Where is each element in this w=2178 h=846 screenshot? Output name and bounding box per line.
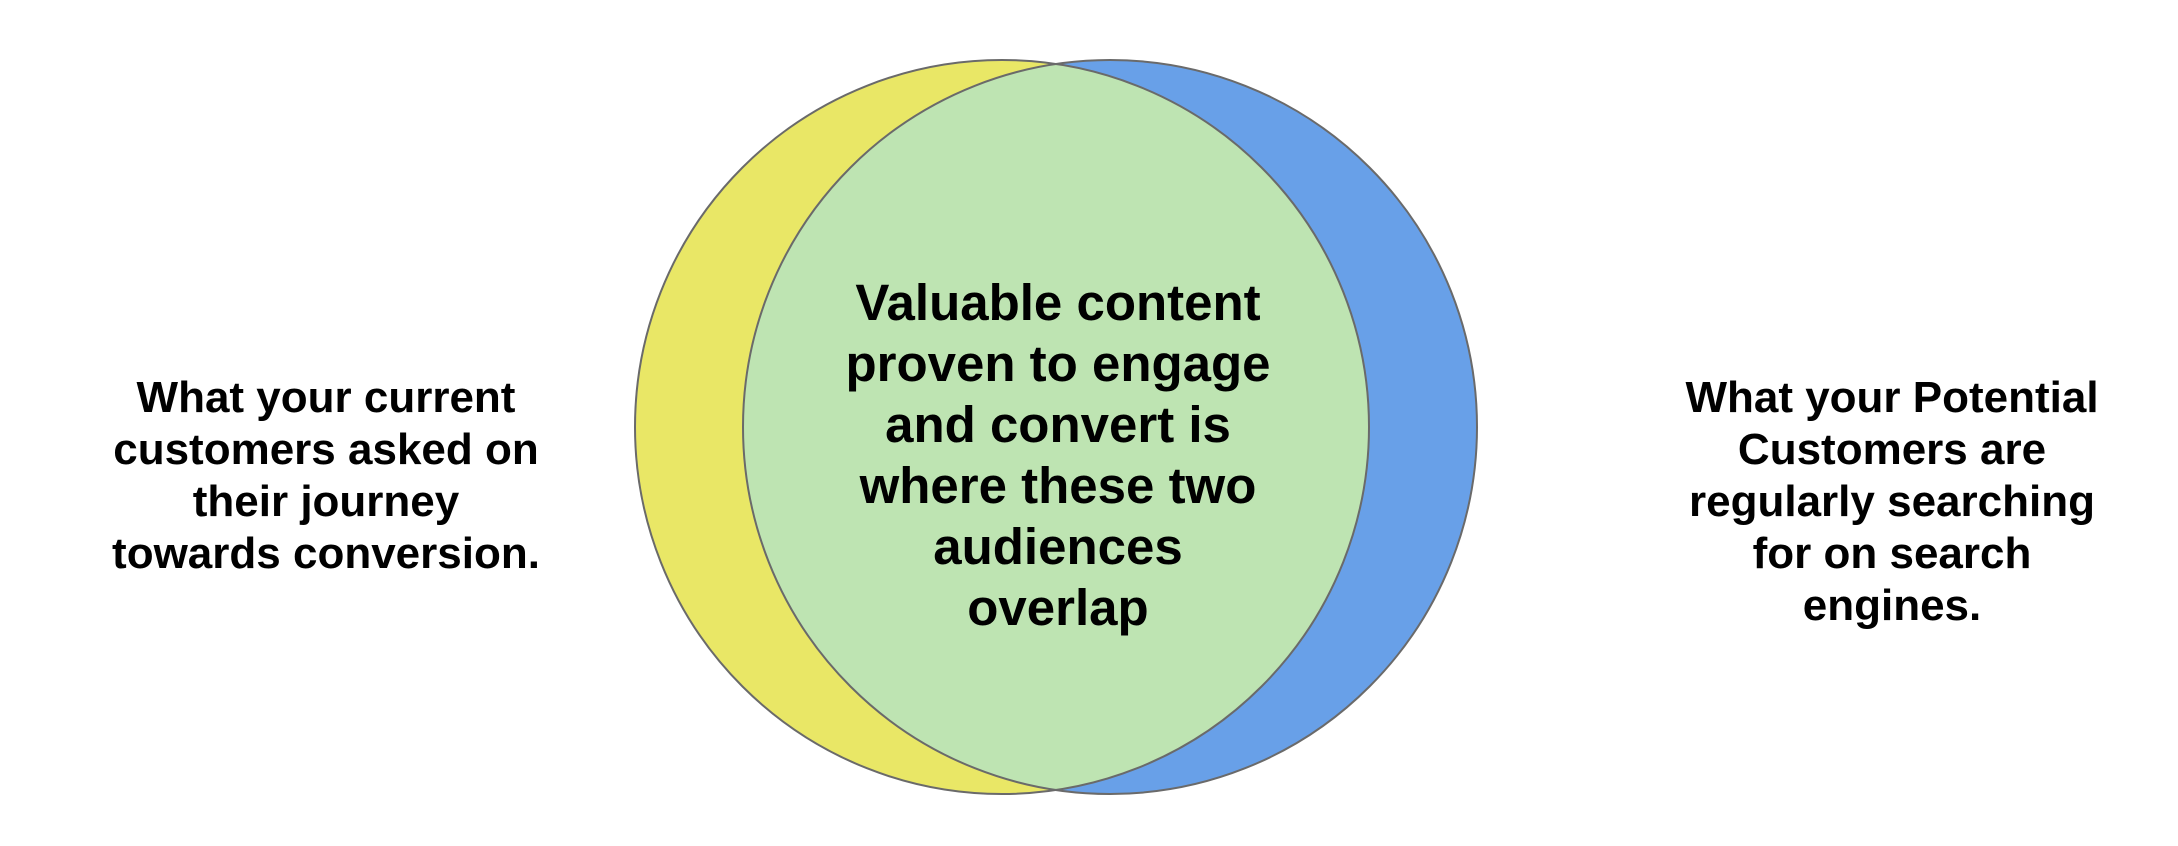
potential-customers-caption: What your Potential Customers are regula… — [1685, 373, 2099, 630]
overlap-region — [743, 60, 1369, 794]
left-circle-outline — [634, 59, 1370, 795]
overlap-label: Valuable content proven to engage and co… — [845, 274, 1271, 636]
right-circle-outline — [742, 59, 1478, 795]
current-customers-caption: What your current customers asked on the… — [112, 373, 540, 578]
